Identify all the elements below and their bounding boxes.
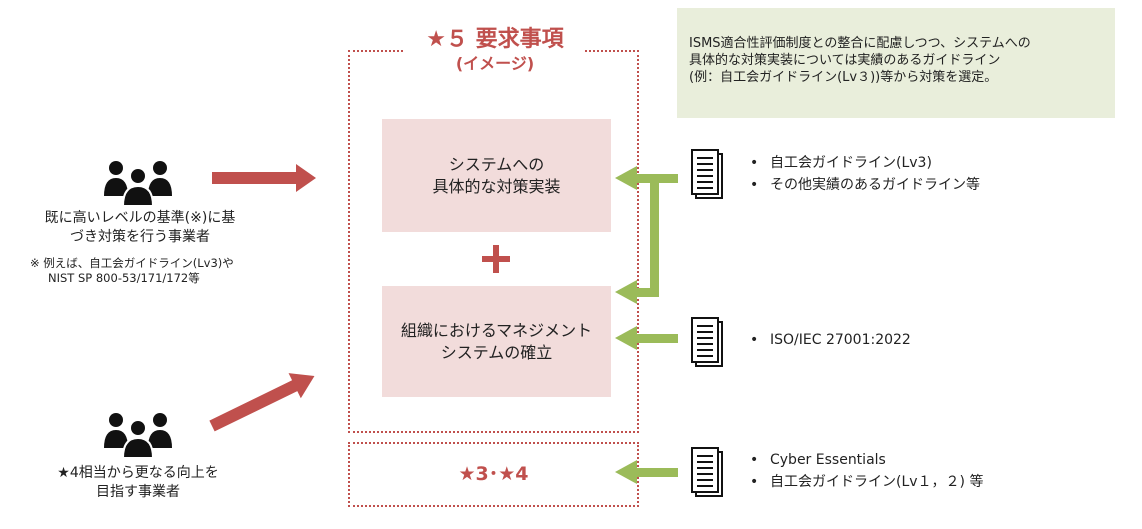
management-system-box: 組織におけるマネジメント システムの確立 <box>382 286 611 397</box>
star3-4-reference-list: •Cyber Essentials •自工会ガイドライン(Lv１，２) 等 <box>750 449 983 493</box>
document-icon <box>691 317 723 367</box>
green-connector <box>633 174 678 297</box>
people-group-icon <box>104 413 172 459</box>
system-measures-line1: システムへの <box>448 154 545 174</box>
advanced-business-label: 既に高いレベルの基準(※)に基 づき対策を行う事業者 <box>20 209 260 247</box>
guideline-note: ISMS適合性評価制度との整合に配慮しつつ、システムへの 具体的な対策実装につい… <box>677 8 1115 118</box>
arrow-right-icon <box>209 373 315 432</box>
list-item: •Cyber Essentials <box>750 452 886 468</box>
note-line: (例：自工会ガイドライン(Lv３))等から対策を選定。 <box>689 70 998 85</box>
note-line: 具体的な対策実装については実績のあるガイドライン <box>689 53 1001 68</box>
people-group-icon <box>104 161 172 207</box>
list-item: •自工会ガイドライン(Lv１，２) 等 <box>750 474 984 490</box>
system-measures-box: システムへの 具体的な対策実装 <box>382 119 611 232</box>
arrow-right-icon <box>212 164 316 192</box>
plus-icon <box>482 245 510 273</box>
list-item: •ISO/IEC 27001:2022 <box>750 332 911 348</box>
advanced-business-line1: 既に高いレベルの基準(※)に基 <box>44 210 236 226</box>
improving-business-label: ★4相当から更なる向上を 目指す事業者 <box>30 464 246 502</box>
requirements-title: ★５ 要求事項 (イメージ) <box>405 26 585 78</box>
star3-4-label: ★3･★4 <box>458 463 529 485</box>
improving-business-line2: 目指す事業者 <box>96 484 180 500</box>
iso-reference-list: •ISO/IEC 27001:2022 <box>750 329 911 351</box>
document-icon <box>691 447 723 497</box>
footnote-line1: ※ 例えば、自工会ガイドライン(Lv3)や <box>30 256 234 270</box>
management-system-line2: システムの確立 <box>440 342 553 362</box>
system-measures-line2: 具体的な対策実装 <box>432 176 561 196</box>
footnote-line2: NIST SP 800-53/171/172等 <box>48 271 200 285</box>
requirements-title-main: ★５ 要求事項 <box>426 27 564 52</box>
list-item: •その他実績のあるガイドライン等 <box>750 177 980 193</box>
management-system-line1: 組織におけるマネジメント <box>400 320 593 340</box>
note-line: ISMS適合性評価制度との整合に配慮しつつ、システムへの <box>689 36 1031 51</box>
list-item: •自工会ガイドライン(Lv3) <box>750 155 932 171</box>
document-icon <box>691 149 723 199</box>
advanced-business-footnote: ※ 例えば、自工会ガイドライン(Lv3)や NIST SP 800-53/171… <box>30 256 270 286</box>
guideline-reference-list: •自工会ガイドライン(Lv3) •その他実績のあるガイドライン等 <box>750 152 980 196</box>
requirements-title-sub: (イメージ) <box>455 54 535 73</box>
improving-business-line1: ★4相当から更なる向上を <box>57 465 219 481</box>
advanced-business-line2: づき対策を行う事業者 <box>70 229 210 245</box>
